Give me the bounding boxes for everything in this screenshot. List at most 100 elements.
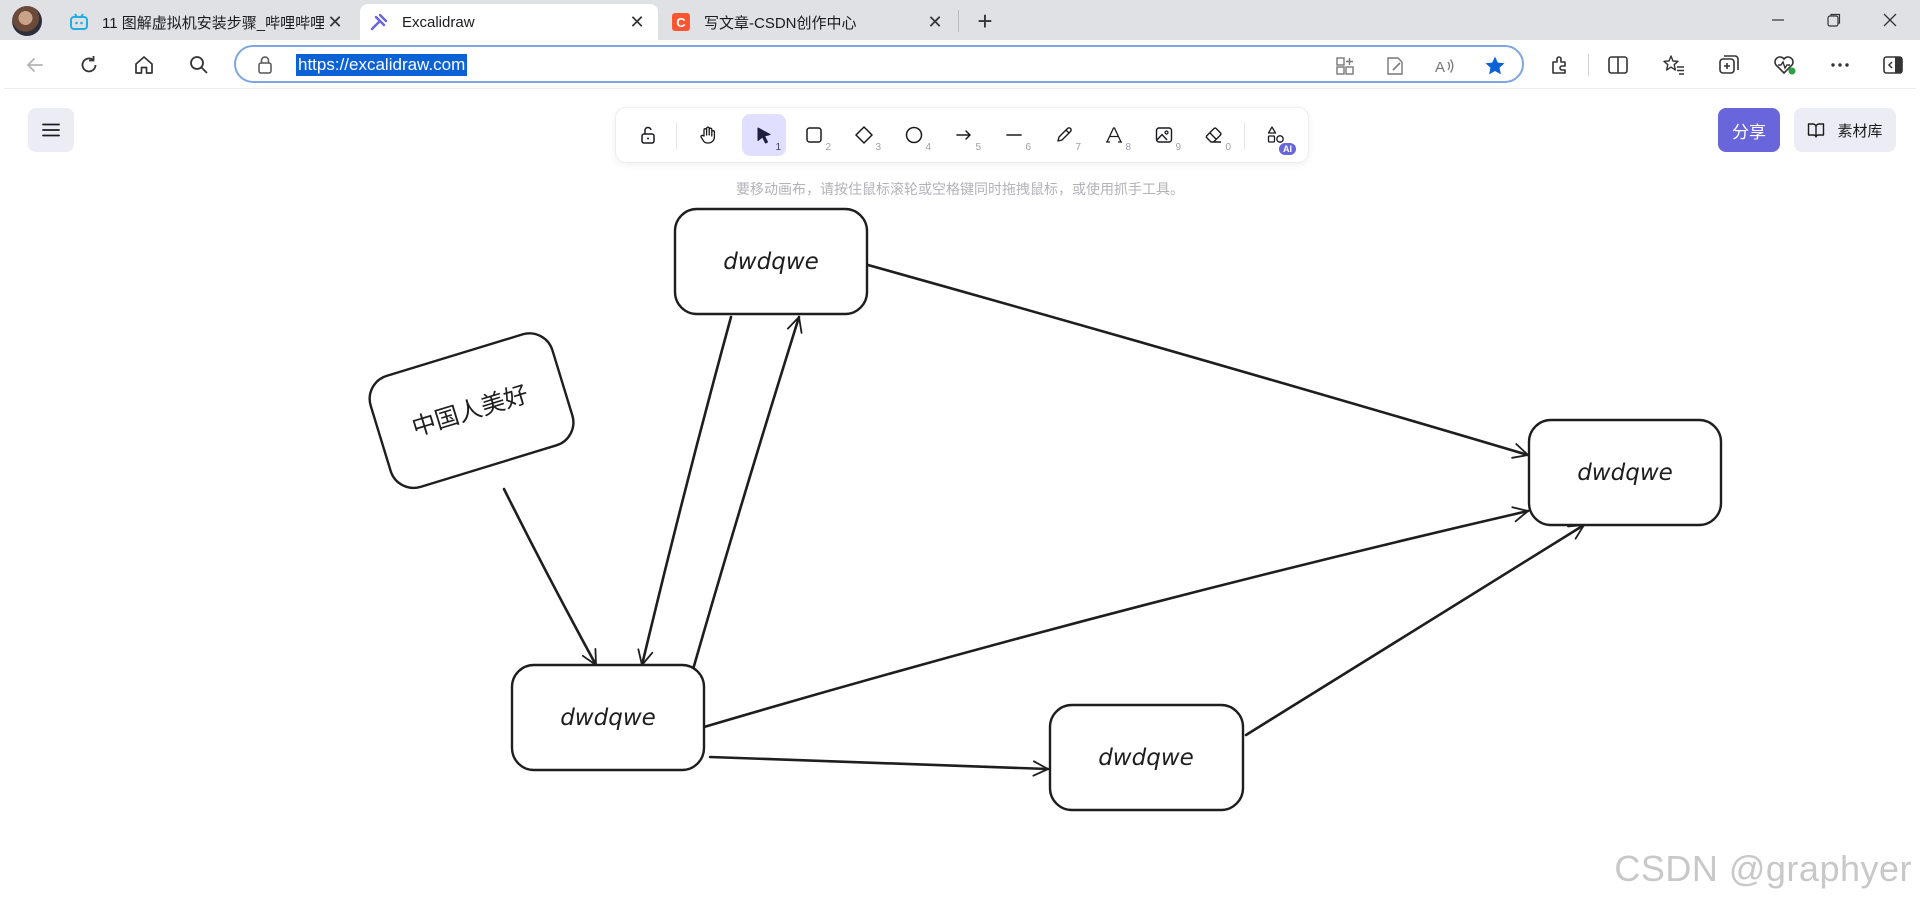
- browser-essentials-icon[interactable]: [1768, 48, 1802, 82]
- back-arrow-icon[interactable]: [18, 48, 52, 82]
- share-button[interactable]: 分享: [1718, 108, 1780, 152]
- arrow-rotated-to-left-bottom: [502, 487, 598, 667]
- tab-bilibili[interactable]: 11 图解虚拟机安装步骤_哔哩哔哩 ✕: [60, 4, 356, 40]
- bilibili-icon: [70, 13, 88, 31]
- favorite-star-icon[interactable]: [1482, 53, 1508, 79]
- excalidraw-icon: [370, 13, 388, 31]
- svg-text:C: C: [676, 15, 686, 30]
- toolbar-separator: [676, 122, 677, 150]
- selection-cursor-icon: [757, 127, 771, 144]
- excalidraw-canvas[interactable]: dwdqwe 中国人美好 dwdqwe dwdqwe dwdqwe 1 2 3: [4, 88, 1916, 898]
- main-menu-button[interactable]: [28, 108, 74, 152]
- hand-icon: [700, 126, 716, 144]
- library-button[interactable]: 素材库: [1794, 108, 1896, 152]
- address-bar[interactable]: https://excalidraw.com A: [234, 45, 1524, 83]
- profile-avatar[interactable]: [12, 6, 42, 36]
- tool-more-shapes[interactable]: AI: [1254, 114, 1298, 156]
- tab-title: 写文章-CSDN创作中心: [704, 14, 857, 32]
- shortcut-key: 7: [1075, 142, 1081, 153]
- arrow-middle-bottom-to-right: [1244, 523, 1586, 737]
- tab-excalidraw[interactable]: Excalidraw ✕: [360, 4, 658, 40]
- url-text[interactable]: https://excalidraw.com: [296, 54, 468, 76]
- node-middle-bottom: [1048, 703, 1245, 812]
- immersive-reader-icon[interactable]: [1382, 53, 1408, 79]
- close-tab-icon[interactable]: ✕: [629, 11, 645, 32]
- arrow-top-to-left-bottom: [637, 315, 733, 667]
- shapes-icon: [1267, 126, 1284, 143]
- diagram-drawing: dwdqwe 中国人美好 dwdqwe dwdqwe dwdqwe: [368, 207, 1723, 812]
- csdn-icon: C: [672, 13, 690, 31]
- close-window-icon[interactable]: [1862, 0, 1918, 40]
- sidebar-toggle-icon[interactable]: [1876, 48, 1910, 82]
- image-icon: [1155, 127, 1173, 143]
- new-tab-button[interactable]: +: [977, 5, 993, 36]
- node-rotated: [368, 332, 575, 490]
- tab-title: Excalidraw: [402, 13, 475, 31]
- shortcut-key: 9: [1175, 142, 1181, 153]
- shapes-toolbar: 1 2 3 4 5 6 7 8: [616, 108, 1308, 162]
- svg-text:A: A: [1435, 59, 1445, 76]
- home-icon[interactable]: [127, 48, 161, 82]
- browser-navigation-bar: https://excalidraw.com A: [0, 40, 1920, 88]
- collections-icon[interactable]: [1712, 48, 1746, 82]
- more-options-icon[interactable]: [1823, 48, 1857, 82]
- app-available-icon[interactable]: [1332, 53, 1358, 79]
- shortcut-key: 8: [1125, 142, 1131, 153]
- tool-draw[interactable]: 7: [1042, 114, 1086, 156]
- shortcut-key: 6: [1025, 142, 1031, 153]
- tab-separator: [958, 10, 959, 32]
- shortcut-key: 3: [875, 142, 881, 153]
- eraser-icon: [1205, 127, 1222, 143]
- shortcut-key: 2: [825, 142, 831, 153]
- shortcut-key: 5: [975, 142, 981, 153]
- pencil-icon: [1057, 127, 1072, 142]
- text-icon: [1106, 127, 1122, 143]
- extensions-icon[interactable]: [1543, 48, 1577, 82]
- tool-rectangle[interactable]: 2: [792, 114, 836, 156]
- line-icon: [1006, 134, 1022, 136]
- arrow-icon: [956, 130, 971, 140]
- browser-tab-strip: 11 图解虚拟机安装步骤_哔哩哔哩 ✕ Excalidraw ✕ C 写文章-C…: [0, 0, 1920, 40]
- tool-selection[interactable]: 1: [742, 114, 786, 156]
- arrow-top-to-right: [866, 263, 1530, 459]
- tab-csdn[interactable]: C 写文章-CSDN创作中心 ✕: [662, 4, 956, 40]
- shortcut-key: 0: [1225, 142, 1231, 153]
- canvas-hint: 要移动画布，请按住鼠标滚轮或空格键同时拖拽鼠标，或使用抓手工具。: [736, 181, 1184, 197]
- node-top: [673, 207, 869, 316]
- tab-title: 11 图解虚拟机安装步骤_哔哩哔哩: [102, 14, 324, 32]
- split-screen-icon[interactable]: [1601, 48, 1635, 82]
- close-tab-icon[interactable]: ✕: [927, 11, 943, 32]
- node-top-label: dwdqwe: [723, 249, 819, 275]
- minimize-window-icon[interactable]: [1750, 0, 1806, 40]
- library-label: 素材库: [1837, 122, 1883, 140]
- arrow-left-bottom-to-right: [702, 506, 1530, 729]
- tool-ellipse[interactable]: 4: [892, 114, 936, 156]
- toolbar-separator: [1588, 54, 1589, 76]
- node-middle-bottom-label: dwdqwe: [1098, 745, 1194, 771]
- tool-arrow[interactable]: 5: [942, 114, 986, 156]
- favorites-icon[interactable]: [1657, 48, 1691, 82]
- close-tab-icon[interactable]: ✕: [327, 11, 343, 32]
- read-aloud-icon[interactable]: A: [1432, 53, 1458, 79]
- unlock-icon: [641, 126, 655, 144]
- node-right-label: dwdqwe: [1577, 460, 1673, 486]
- tool-line[interactable]: 6: [992, 114, 1036, 156]
- rectangle-icon: [806, 127, 822, 143]
- csdn-watermark: CSDN @graphyer: [1614, 848, 1912, 889]
- ai-badge: AI: [1279, 143, 1296, 155]
- node-left-bottom: [510, 663, 706, 772]
- toolbar-separator: [1244, 122, 1245, 150]
- refresh-icon[interactable]: [72, 48, 106, 82]
- restore-window-icon[interactable]: [1806, 0, 1862, 40]
- tool-eraser[interactable]: 0: [1192, 114, 1236, 156]
- tool-lock[interactable]: [626, 114, 670, 156]
- tool-image[interactable]: 9: [1142, 114, 1186, 156]
- node-left-bottom-label: dwdqwe: [560, 705, 656, 731]
- arrow-left-bottom-to-middle-bottom: [708, 755, 1050, 777]
- tool-diamond[interactable]: 3: [842, 114, 886, 156]
- shortcut-key: 1: [775, 142, 781, 153]
- tool-hand[interactable]: [686, 114, 730, 156]
- search-icon[interactable]: [182, 48, 216, 82]
- tool-text[interactable]: 8: [1092, 114, 1136, 156]
- lock-icon[interactable]: [256, 55, 274, 80]
